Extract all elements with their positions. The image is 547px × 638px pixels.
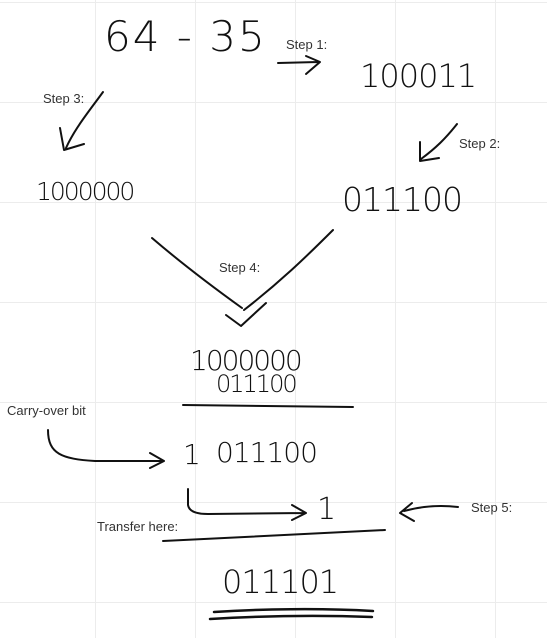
- step5-arrow: [399, 502, 459, 522]
- step1-arrow: [277, 55, 321, 75]
- transfer-hook-arrow: [187, 488, 307, 521]
- step3-label: Step 3:: [43, 91, 85, 106]
- transferred-bit-value: 1: [317, 492, 337, 527]
- step4-label: Step 4:: [219, 260, 261, 275]
- converge-line-left: [151, 237, 243, 309]
- step4-arrowhead: [225, 302, 267, 327]
- subtraction-underline: [182, 404, 354, 408]
- carry-sum-value: 011100: [216, 436, 318, 469]
- step2-arrow: [419, 123, 458, 162]
- carry-bit-value: 1: [183, 438, 201, 471]
- result-binary-value: 011101: [222, 563, 339, 601]
- step1-binary-value: 100011: [360, 57, 477, 95]
- transfer-here-label: Transfer here:: [97, 519, 179, 534]
- expression-text: 64 - 35: [104, 12, 267, 61]
- converge-line-right: [243, 229, 334, 311]
- step4-bottom-operand: 011100: [216, 370, 298, 398]
- step1-label: Step 1:: [286, 37, 328, 52]
- step2-label: Step 2:: [459, 136, 501, 151]
- carry-over-label: Carry-over bit: [7, 403, 86, 418]
- step3-binary-value: 1000000: [36, 177, 135, 206]
- step3-arrow: [59, 91, 104, 151]
- step4-top-operand: 1000000: [190, 344, 303, 377]
- carry-arrow: [47, 429, 165, 469]
- result-double-underline: [208, 607, 375, 621]
- step5-label: Step 5:: [471, 500, 513, 515]
- step2-binary-value: 011100: [342, 180, 463, 219]
- transfer-line: [162, 529, 386, 542]
